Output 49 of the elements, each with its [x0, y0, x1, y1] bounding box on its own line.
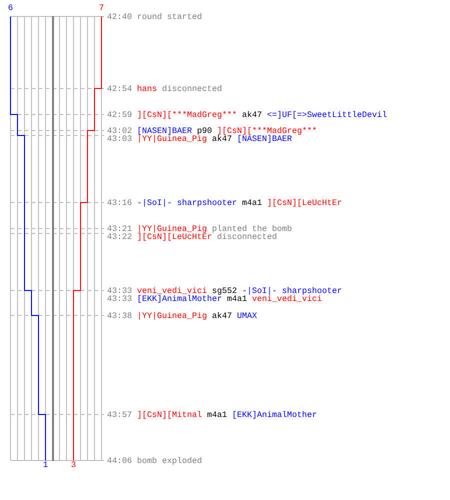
player-name: [NASEN]BAER: [237, 135, 292, 143]
time-label: 42:54: [107, 85, 132, 93]
weapon-name: ak47: [242, 111, 262, 119]
weapon-name: ak47: [212, 312, 232, 320]
count-label: 3: [71, 461, 76, 469]
event-text: planted the bomb: [212, 225, 292, 233]
player-name: [NASEN]BAER: [137, 127, 192, 135]
count-label: 7: [99, 4, 104, 12]
weapon-name: p90: [197, 127, 212, 135]
weapon-name: m4a1: [227, 295, 247, 303]
time-label: 43:21: [107, 225, 132, 233]
player-name: ][CsN][Mitnal: [137, 411, 202, 419]
time-label: 43:33: [107, 287, 132, 295]
player-name: UMAX: [237, 312, 257, 320]
player-name: [EKK]AnimalMother: [137, 295, 222, 303]
time-label: 43:33: [107, 295, 132, 303]
player-name: veni_vedi_vici: [252, 295, 322, 303]
time-label: 43:16: [107, 199, 132, 207]
weapon-name: sg552: [212, 287, 237, 295]
time-label: 42:59: [107, 111, 132, 119]
player-name: ][CsN][LeUcHtEr: [267, 199, 342, 207]
time-label: 43:38: [107, 312, 132, 320]
time-label: 43:57: [107, 411, 132, 419]
player-name: <=]UF[=>SweetLittleDevil: [267, 111, 387, 119]
player-name: hans: [137, 85, 157, 93]
player-name: ][CsN][***MadGreg***: [217, 127, 317, 135]
player-name: [EKK]AnimalMother: [232, 411, 317, 419]
player-name: |YY|Guinea_Pig: [137, 312, 207, 320]
time-label: 43:03: [107, 135, 132, 143]
weapon-name: m4a1: [207, 411, 227, 419]
time-label: 44:06: [107, 457, 132, 465]
time-label: 42:40: [107, 13, 132, 21]
count-label: 1: [43, 461, 48, 469]
event-text: round started: [137, 13, 202, 21]
weapon-name: ak47: [212, 135, 232, 143]
player-name: ][CsN][LeUcHtEr: [137, 233, 212, 241]
player-name: -|SoI|- sharpshooter: [242, 287, 342, 295]
player-name: |YY|Guinea_Pig: [137, 225, 207, 233]
event-text: bomb exploded: [137, 457, 202, 465]
weapon-name: m4a1: [242, 199, 262, 207]
event-text: disconnected: [217, 233, 277, 241]
player-name: ][CsN][***MadGreg***: [137, 111, 237, 119]
event-text: disconnected: [162, 85, 222, 93]
player-name: -|SoI|- sharpshooter: [137, 199, 237, 207]
count-label: 6: [8, 4, 13, 12]
time-label: 43:22: [107, 233, 132, 241]
time-label: 43:02: [107, 127, 132, 135]
player-name: veni_vedi_vici: [137, 287, 207, 295]
player-name: |YY|Guinea_Pig: [137, 135, 207, 143]
